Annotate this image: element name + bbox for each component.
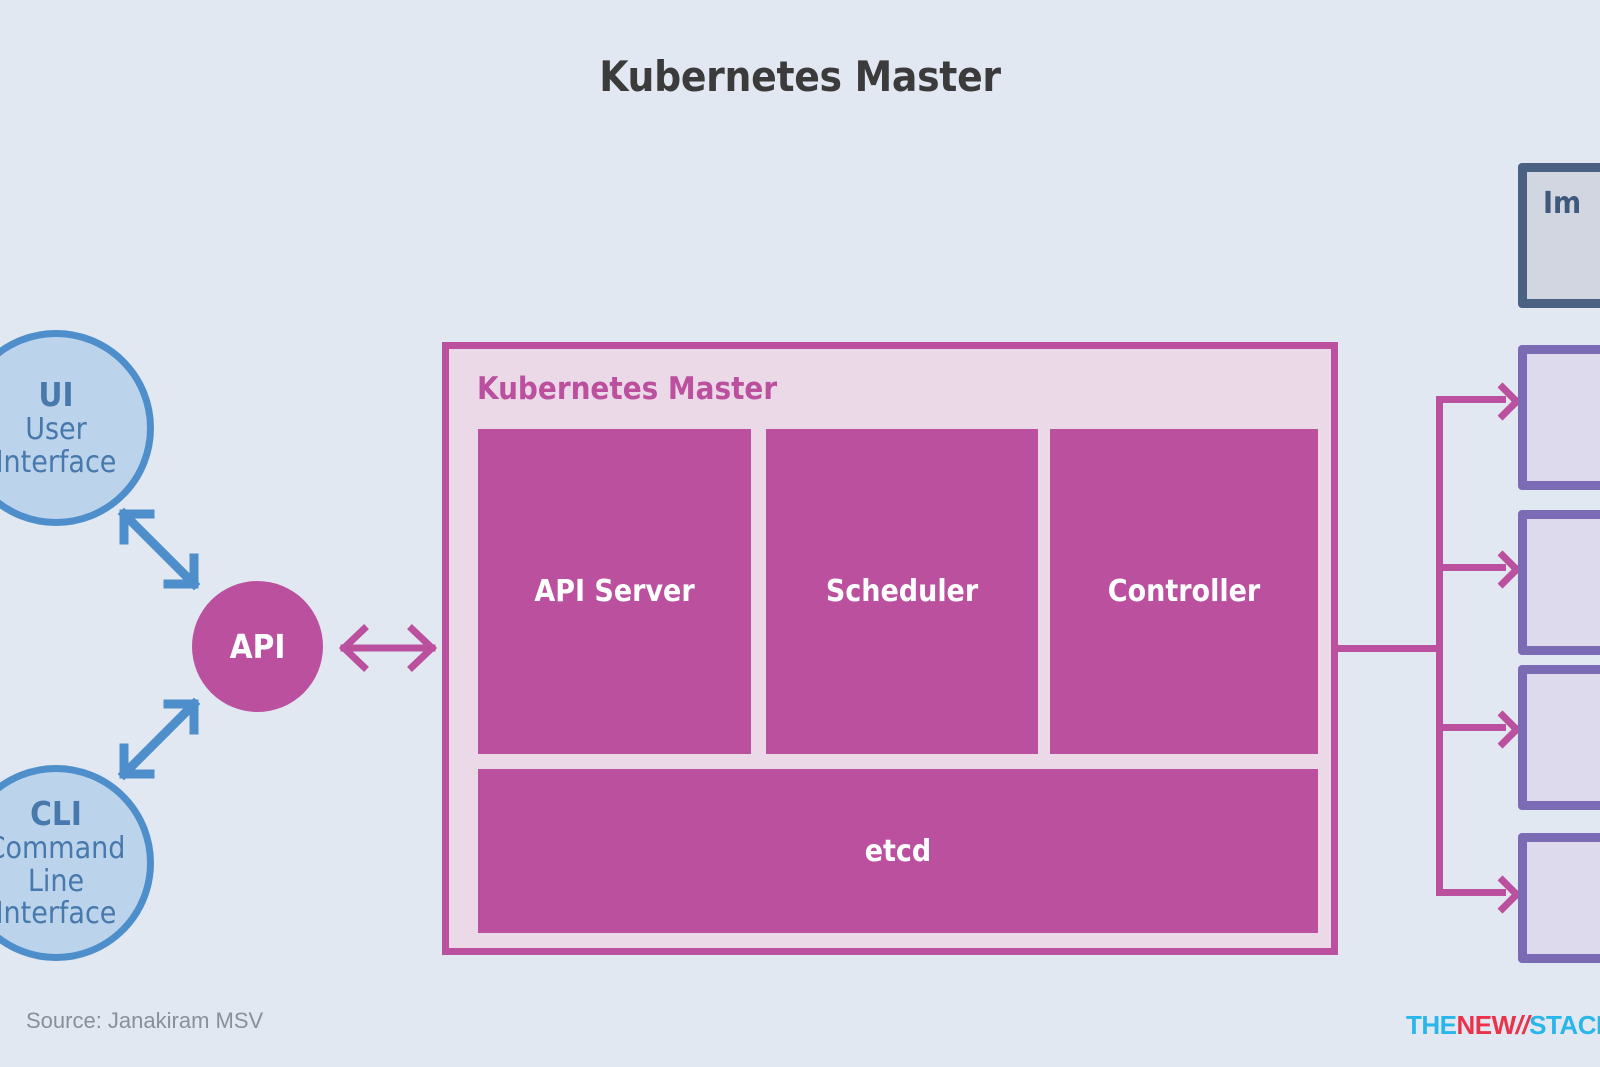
worker-node-box-1 xyxy=(1518,345,1600,490)
component-api-server-label: API Server xyxy=(534,574,695,609)
component-controller: Controller xyxy=(1050,429,1318,754)
logo-part-new: NEW xyxy=(1456,1010,1517,1040)
branch-line-1 xyxy=(1436,396,1506,403)
component-etcd: etcd xyxy=(478,769,1318,933)
ui-abbreviation: UI xyxy=(38,374,74,414)
cli-client-node: CLI Command Line Interface xyxy=(0,765,154,961)
component-etcd-label: etcd xyxy=(864,833,932,869)
branch-arrowhead-4 xyxy=(1483,875,1522,914)
kubernetes-master-box: Kubernetes Master API Server Scheduler C… xyxy=(442,342,1338,955)
branch-line-4 xyxy=(1436,889,1506,896)
logo-part-the: THE xyxy=(1406,1010,1457,1040)
api-node-label: API xyxy=(229,627,286,666)
cli-description: Command Line Interface xyxy=(0,831,126,931)
thenewstack-logo: THENEW//STACK xyxy=(1406,1010,1600,1041)
api-node: API xyxy=(192,581,323,712)
master-trunk-stub xyxy=(1338,645,1443,652)
ui-client-node: UI User Interface xyxy=(0,330,154,526)
worker-node-box-3 xyxy=(1518,665,1600,810)
ui-to-api-arrow xyxy=(110,500,210,600)
branch-arrowhead-1 xyxy=(1483,382,1522,421)
logo-part-stack: STACK xyxy=(1529,1010,1600,1040)
component-api-server: API Server xyxy=(478,429,751,754)
image-registry-label: Im xyxy=(1543,186,1582,221)
logo-slash: // xyxy=(1515,1010,1530,1040)
cli-abbreviation: CLI xyxy=(30,793,82,833)
worker-node-box-2 xyxy=(1518,510,1600,655)
branch-arrowhead-2 xyxy=(1483,550,1522,589)
api-to-master-arrow xyxy=(338,622,438,678)
image-registry-box: Im xyxy=(1518,163,1600,308)
ui-description: User Interface xyxy=(0,412,117,480)
worker-node-box-4 xyxy=(1518,833,1600,963)
component-scheduler-label: Scheduler xyxy=(825,574,979,609)
master-box-label: Kubernetes Master xyxy=(477,371,778,407)
branch-line-3 xyxy=(1436,724,1506,731)
component-controller-label: Controller xyxy=(1107,574,1261,609)
source-attribution: Source: Janakiram MSV xyxy=(26,1008,264,1033)
master-trunk-vertical xyxy=(1436,396,1443,896)
branch-line-2 xyxy=(1436,564,1506,571)
branch-arrowhead-3 xyxy=(1483,710,1522,749)
component-scheduler: Scheduler xyxy=(766,429,1038,754)
cli-to-api-arrow xyxy=(110,690,210,790)
page-title: Kubernetes Master xyxy=(599,52,1001,101)
